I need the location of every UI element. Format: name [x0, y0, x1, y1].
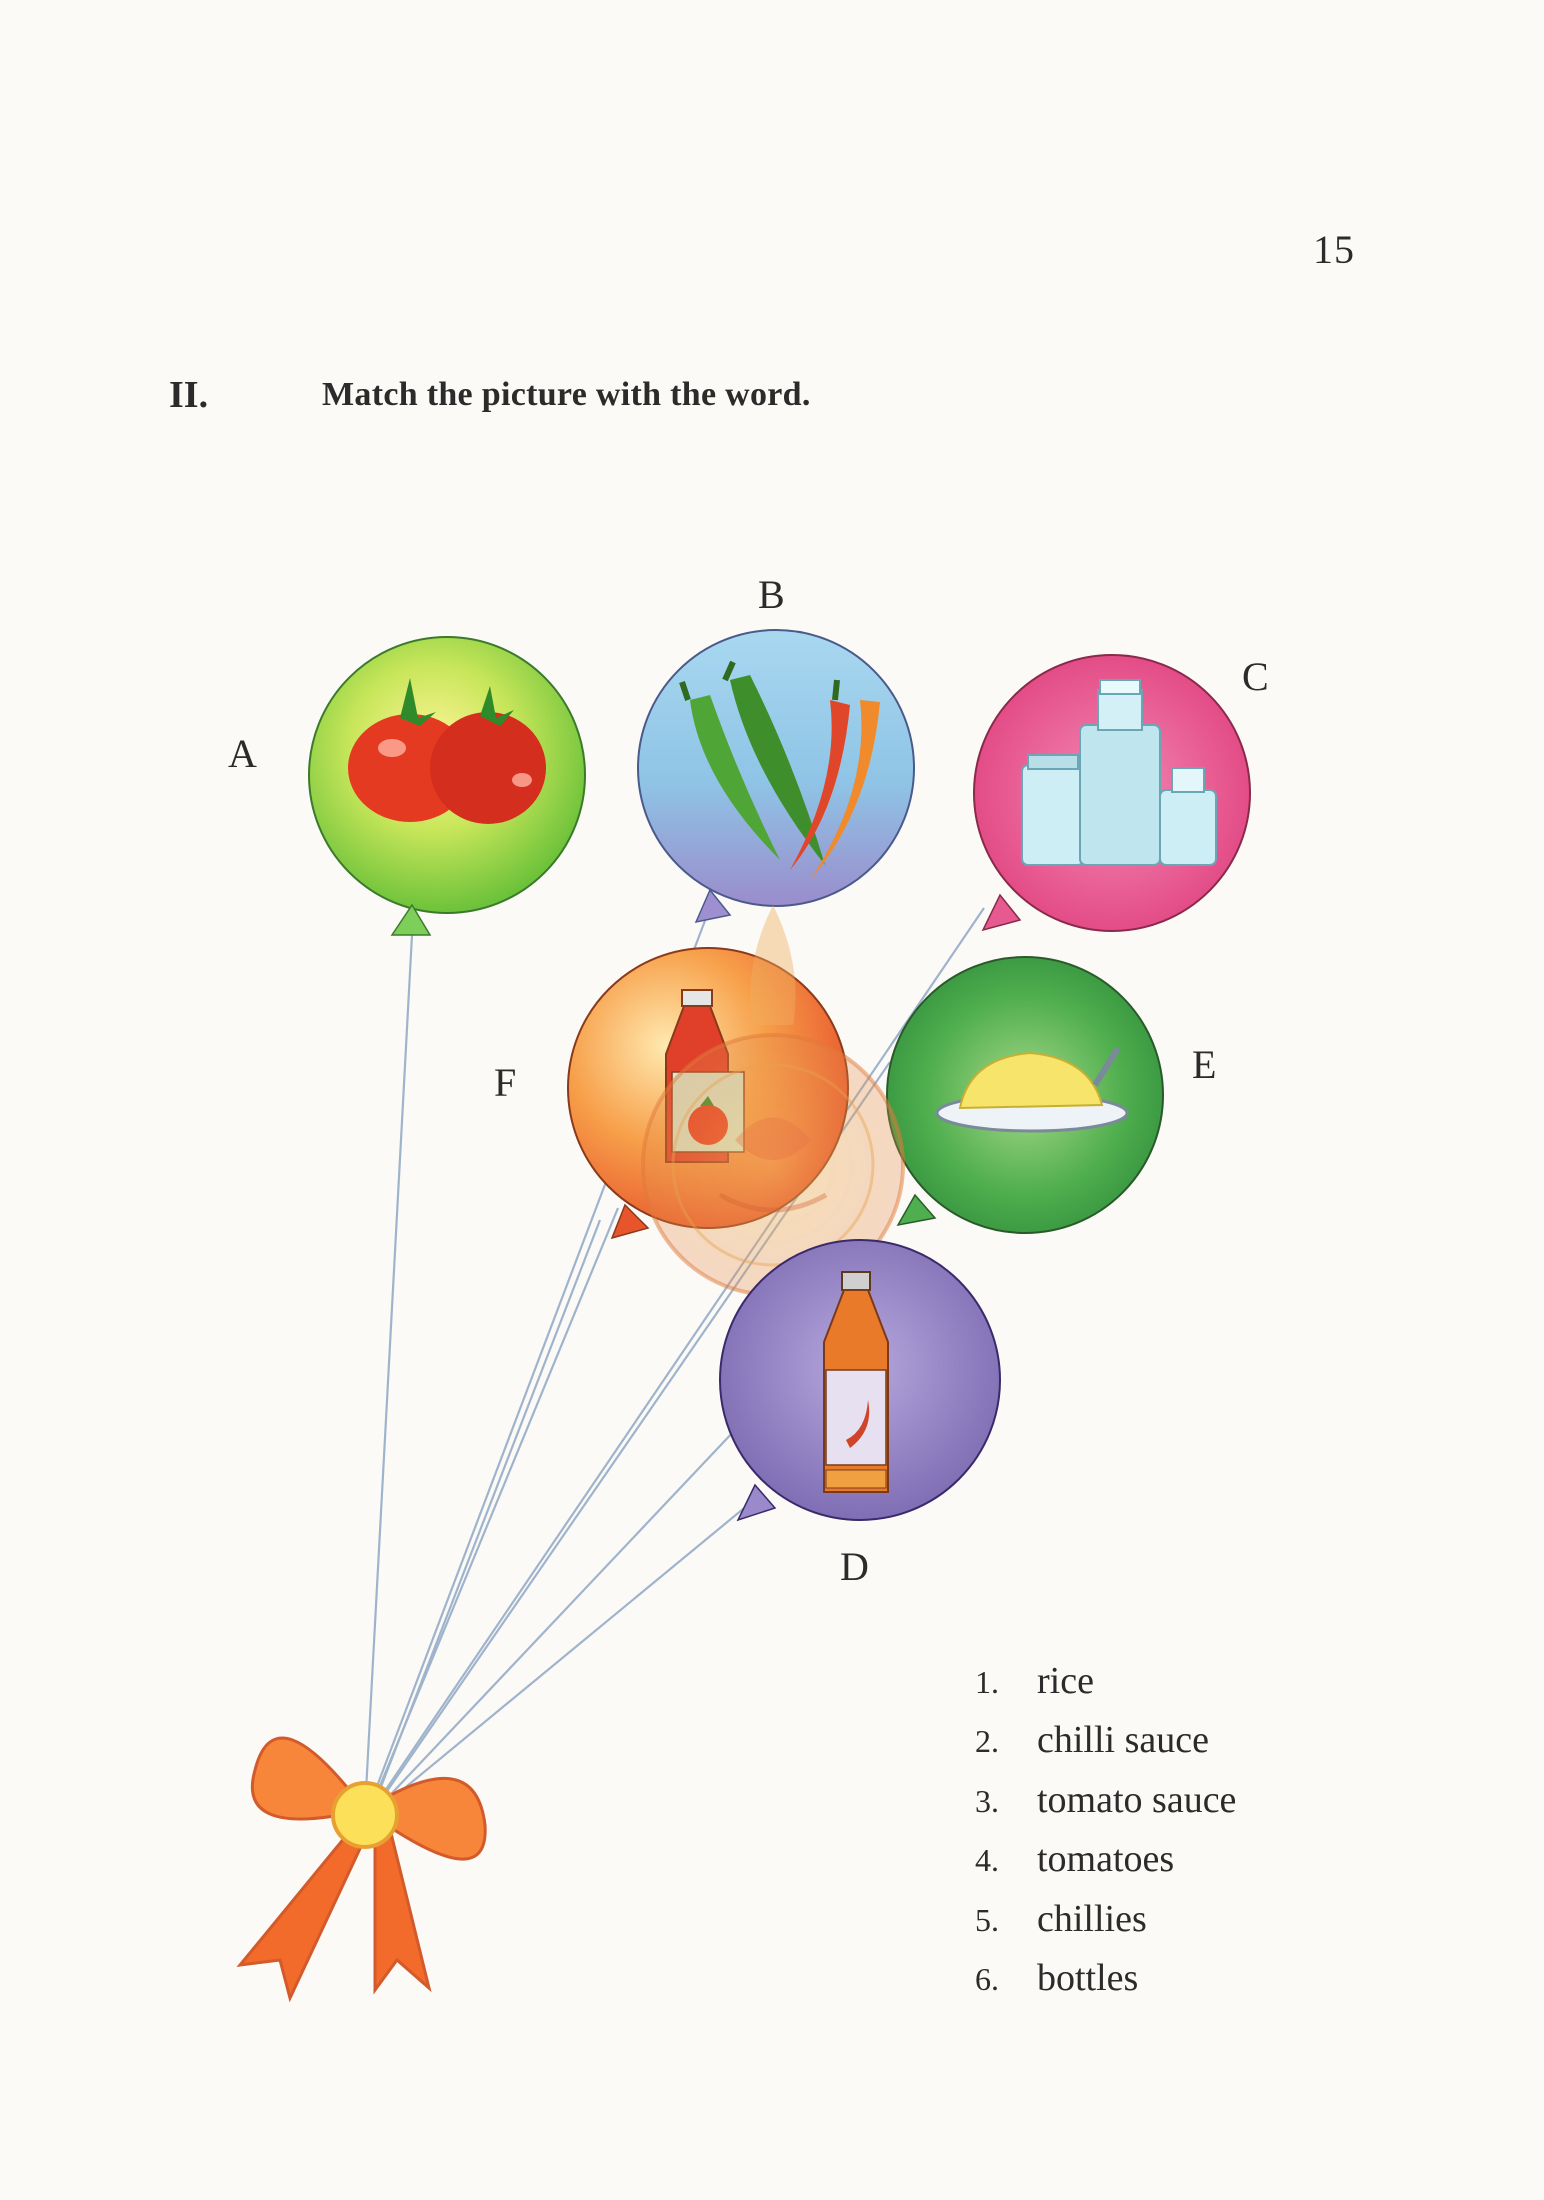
list-item: 1.rice [975, 1660, 1094, 1702]
seal-watermark [641, 905, 905, 1297]
list-item: 4.tomatoes [975, 1838, 1175, 1881]
balloon-a [308, 636, 586, 936]
balloon-b-letter: B [758, 572, 785, 617]
instruction-text: Match the picture with the word. [322, 376, 811, 413]
ribbon-bow-icon [236, 1736, 487, 2003]
balloon-d-letter: D [840, 1544, 869, 1589]
word-list: 1.rice 2.chilli sauce 3.tomato sauce 4.t… [975, 1652, 1236, 2008]
page-number: 15 [1313, 227, 1355, 272]
balloon-b [637, 629, 915, 924]
bottles-icon [1021, 679, 1217, 866]
balloon-e-letter: E [1192, 1042, 1216, 1087]
list-item: 2.chilli sauce [975, 1719, 1209, 1762]
list-item: 5.chillies [975, 1897, 1147, 1940]
tomatoes-icon [348, 678, 546, 824]
rice-plate-icon [935, 1046, 1129, 1133]
chillies-icon [679, 660, 880, 880]
balloon-f-letter: F [494, 1060, 516, 1105]
balloon-e [886, 956, 1164, 1234]
list-item: 6.bottles [975, 1956, 1139, 1999]
list-item: 3.tomato sauce [975, 1778, 1237, 1821]
chilli-sauce-bottle-icon [823, 1271, 889, 1493]
balloon-c-letter: C [1242, 654, 1269, 699]
balloon-a-letter: A [228, 731, 257, 776]
balloon-c [973, 654, 1251, 932]
section-number: II. [169, 374, 209, 416]
balloon-d [719, 1239, 1001, 1522]
